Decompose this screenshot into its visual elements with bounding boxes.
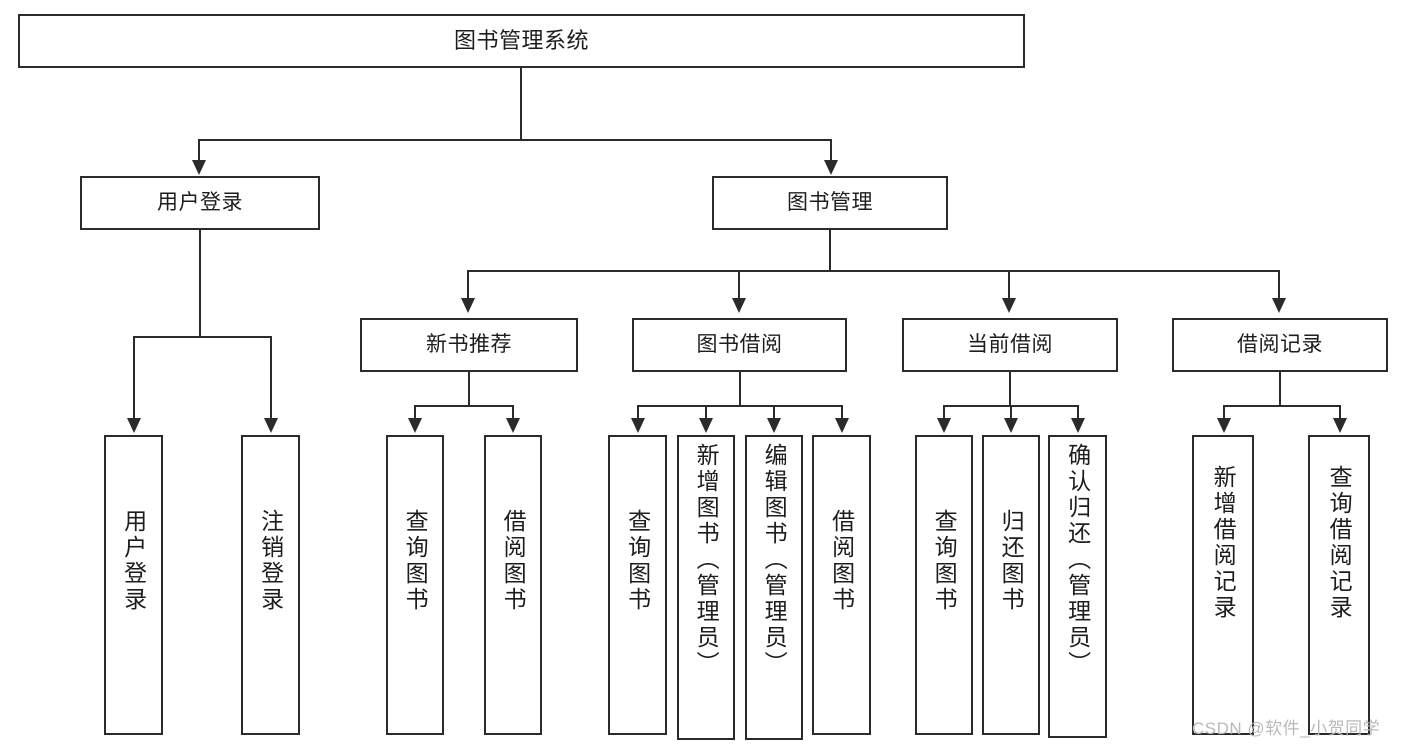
leaf-new-book-rec-0[interactable]: 查询图书 bbox=[386, 435, 444, 735]
arrow-book-borrow-to-leaf-0 bbox=[631, 418, 645, 433]
edge-borrow-record-to-leaf-1 bbox=[1339, 405, 1341, 420]
edge-borrow-record-stem bbox=[1279, 372, 1281, 406]
node-label: 查询借阅记录 bbox=[1326, 465, 1353, 621]
arrow-new-book-rec-to-leaf-0 bbox=[408, 418, 422, 433]
arrow-borrow-record-to-leaf-0 bbox=[1217, 418, 1231, 433]
node-label: 用户登录 bbox=[157, 190, 243, 214]
arrow-user-login-to-leaf-1 bbox=[264, 418, 278, 433]
arrow-root-to-book-manage bbox=[824, 160, 838, 175]
leaf-book-borrow-1[interactable]: 新增图书（管理员） bbox=[677, 435, 735, 740]
node-label: 编辑图书（管理员） bbox=[761, 443, 788, 677]
edge-borrow-record-to-leaf-0 bbox=[1223, 405, 1225, 420]
edge-book-manage-to-l3-3 bbox=[1278, 270, 1280, 300]
edge-user-login-to-leaf-0 bbox=[133, 336, 135, 420]
edge-book-manage-to-l3-1 bbox=[738, 270, 740, 300]
leaf-current-borrow-1[interactable]: 归还图书 bbox=[982, 435, 1040, 735]
node-label: 当前借阅 bbox=[967, 332, 1053, 356]
node-label: 新书推荐 bbox=[426, 332, 512, 356]
node-label: 注销登录 bbox=[257, 509, 284, 613]
node-label: 借阅记录 bbox=[1237, 332, 1323, 356]
edge-root-stem bbox=[520, 68, 522, 140]
edge-book-borrow-to-leaf-3 bbox=[841, 405, 843, 420]
arrow-book-borrow-to-leaf-1 bbox=[699, 418, 713, 433]
arrow-borrow-record-to-leaf-1 bbox=[1333, 418, 1347, 433]
node-new-book-recommend[interactable]: 新书推荐 bbox=[360, 318, 578, 372]
leaf-user-login-0[interactable]: 用户登录 bbox=[104, 435, 163, 735]
edge-current-borrow-to-leaf-1 bbox=[1010, 405, 1012, 420]
arrow-book-manage-to-l3-1 bbox=[732, 298, 746, 313]
arrow-current-borrow-to-leaf-0 bbox=[937, 418, 951, 433]
edge-book-borrow-to-leaf-0 bbox=[637, 405, 639, 420]
node-borrow-record[interactable]: 借阅记录 bbox=[1172, 318, 1388, 372]
leaf-user-login-1[interactable]: 注销登录 bbox=[241, 435, 300, 735]
node-label: 新增图书（管理员） bbox=[693, 443, 720, 677]
node-root-book-management-system[interactable]: 图书管理系统 bbox=[18, 14, 1025, 68]
node-label: 图书借阅 bbox=[696, 332, 783, 356]
arrow-current-borrow-to-leaf-1 bbox=[1004, 418, 1018, 433]
edge-book-manage-stem bbox=[829, 230, 831, 271]
leaf-current-borrow-0[interactable]: 查询图书 bbox=[915, 435, 973, 735]
leaf-borrow-record-1[interactable]: 查询借阅记录 bbox=[1308, 435, 1370, 735]
node-label: 查询图书 bbox=[624, 509, 651, 613]
edge-user-login-stem bbox=[199, 230, 201, 337]
watermark-csdn: CSDN @软件_小贺同学 bbox=[1192, 719, 1381, 738]
edge-new-book-rec-stem bbox=[468, 372, 470, 406]
node-label: 借阅图书 bbox=[500, 509, 527, 613]
edge-root-bus bbox=[198, 139, 832, 141]
node-label: 查询图书 bbox=[402, 509, 429, 613]
node-label: 确认归还（管理员） bbox=[1064, 443, 1091, 677]
edge-user-login-to-leaf-1 bbox=[270, 336, 272, 420]
node-label: 归还图书 bbox=[998, 509, 1025, 613]
arrow-book-manage-to-l3-0 bbox=[461, 298, 475, 313]
node-label: 用户登录 bbox=[120, 509, 147, 613]
node-label: 图书管理系统 bbox=[453, 28, 589, 54]
edge-root-to-user-login bbox=[198, 139, 200, 164]
edge-current-borrow-to-leaf-2 bbox=[1077, 405, 1079, 420]
node-book-management[interactable]: 图书管理 bbox=[712, 176, 948, 230]
leaf-book-borrow-2[interactable]: 编辑图书（管理员） bbox=[745, 435, 803, 740]
edge-book-borrow-bus bbox=[637, 405, 843, 407]
edge-book-manage-to-l3-2 bbox=[1008, 270, 1010, 300]
arrow-book-manage-to-l3-3 bbox=[1272, 298, 1286, 313]
edge-book-manage-to-l3-0 bbox=[467, 270, 469, 300]
edge-current-borrow-to-leaf-0 bbox=[943, 405, 945, 420]
edge-book-borrow-to-leaf-2 bbox=[773, 405, 775, 420]
arrow-current-borrow-to-leaf-2 bbox=[1071, 418, 1085, 433]
edge-current-borrow-stem bbox=[1009, 372, 1011, 406]
leaf-current-borrow-2[interactable]: 确认归还（管理员） bbox=[1048, 435, 1107, 738]
edge-new-book-rec-to-leaf-0 bbox=[414, 405, 416, 420]
edge-book-borrow-to-leaf-1 bbox=[705, 405, 707, 420]
leaf-book-borrow-3[interactable]: 借阅图书 bbox=[812, 435, 871, 735]
node-label: 新增借阅记录 bbox=[1210, 465, 1237, 621]
edge-user-login-bus bbox=[133, 336, 272, 338]
arrow-new-book-rec-to-leaf-1 bbox=[506, 418, 520, 433]
arrow-user-login-to-leaf-0 bbox=[127, 418, 141, 433]
edge-new-book-rec-bus bbox=[414, 405, 514, 407]
edge-book-borrow-stem bbox=[739, 372, 741, 406]
arrow-book-borrow-to-leaf-3 bbox=[835, 418, 849, 433]
node-book-borrow[interactable]: 图书借阅 bbox=[632, 318, 847, 372]
edge-root-to-book-manage bbox=[830, 139, 832, 164]
arrow-root-to-user-login bbox=[192, 160, 206, 175]
node-label: 图书管理 bbox=[787, 190, 873, 214]
node-current-borrow[interactable]: 当前借阅 bbox=[902, 318, 1118, 372]
edge-new-book-rec-to-leaf-1 bbox=[512, 405, 514, 420]
leaf-borrow-record-0[interactable]: 新增借阅记录 bbox=[1192, 435, 1254, 735]
arrow-book-borrow-to-leaf-2 bbox=[767, 418, 781, 433]
arrow-book-manage-to-l3-2 bbox=[1002, 298, 1016, 313]
leaf-new-book-rec-1[interactable]: 借阅图书 bbox=[484, 435, 542, 735]
edge-borrow-record-bus bbox=[1223, 405, 1341, 407]
leaf-book-borrow-0[interactable]: 查询图书 bbox=[608, 435, 667, 735]
node-label: 借阅图书 bbox=[828, 509, 855, 613]
edge-book-manage-bus bbox=[467, 270, 1278, 272]
node-label: 查询图书 bbox=[931, 509, 958, 613]
node-user-login[interactable]: 用户登录 bbox=[80, 176, 320, 230]
